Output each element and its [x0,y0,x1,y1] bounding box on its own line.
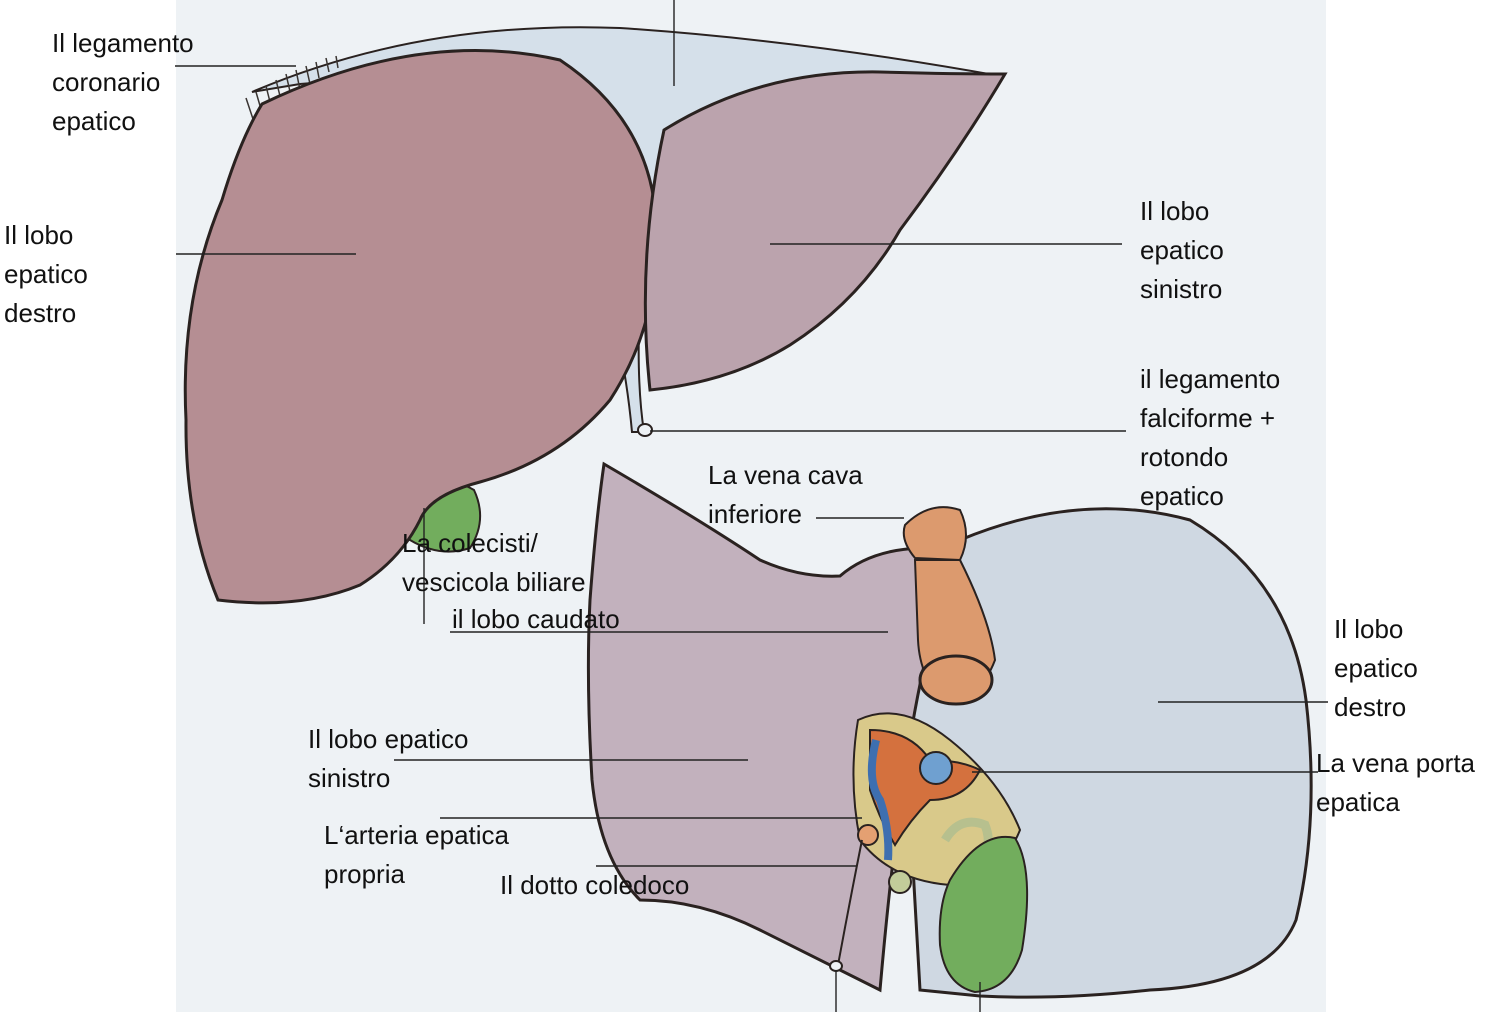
round-ligament-end [638,424,652,436]
vena-cava-lumen [920,656,992,704]
label-caudate-lobe: il lobo caudato [452,600,620,639]
label-hepatic-artery: L‘arteria epatica propria [324,816,509,894]
label-portal-vein: La vena porta epatica [1316,744,1475,822]
label-bile-duct: Il dotto coledoco [500,866,689,905]
bile-duct-ring [889,871,911,893]
label-vena-cava: La vena cava inferiore [708,456,863,534]
label-right-lobe-visceral: Il lobo epatico destro [1334,610,1418,727]
label-right-lobe-front: Il lobo epatico destro [4,216,88,333]
label-gallbladder: La colecisti/ vescicola biliare [402,524,586,602]
label-coronary-ligament: Il legamento coronario epatico [52,24,194,141]
label-left-lobe-front: Il lobo epatico sinistro [1140,192,1224,309]
bile-duct-end [830,961,842,971]
label-falciform-ligament: il legamento falciforme + rotondo epatic… [1140,360,1280,516]
label-left-lobe-visceral: Il lobo epatico sinistro [308,720,468,798]
portal-vein-lumen [920,752,952,784]
